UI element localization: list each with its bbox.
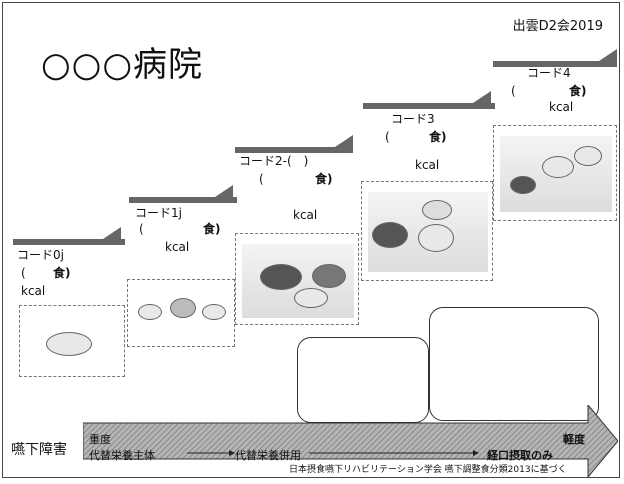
step-meal-0: 食) (53, 266, 71, 280)
step-kcal-1: kcal (165, 240, 190, 254)
empty-box-2 (429, 307, 599, 421)
step-meal-open-1: ( (139, 222, 144, 236)
step-photo-2 (235, 233, 359, 325)
step-kcal-4: kcal (549, 100, 574, 114)
step-code-4: コード4 (527, 66, 571, 80)
step-meal-open-3: ( (385, 130, 390, 144)
source-note: 日本摂食嚥下リハビリテーション学会 嚥下調整食分類2013に基づく (289, 465, 567, 475)
step-bar-0 (13, 239, 125, 245)
severity-arrow (83, 405, 618, 477)
step-code-0: コード0j (17, 248, 64, 262)
step-bar-4 (493, 61, 617, 67)
step-notch-1 (215, 185, 233, 197)
step-meal-open-0: ( (21, 266, 26, 280)
empty-box-1 (297, 337, 429, 423)
conference-label: 出雲D2会2019 (512, 19, 603, 34)
severity-left-top: 重度 (89, 433, 111, 446)
step-code-2: コード2-( ) (239, 154, 309, 168)
severity-middle: 代替栄養併用 (235, 449, 301, 462)
step-photo-0 (19, 305, 125, 377)
step-bar-1 (129, 197, 237, 203)
severity-left-bottom: 代替栄養主体 (89, 449, 155, 462)
step-kcal-0: kcal (21, 284, 46, 298)
severity-right-top: 軽度 (563, 433, 585, 446)
step-bar-2 (235, 147, 353, 153)
slide: 出雲D2会2019 ○○○病院 コード0j ( 食) kcal コード1j ( … (2, 2, 620, 478)
step-meal-3: 食) (429, 130, 447, 144)
step-meal-4: 食) (569, 84, 587, 98)
axis-label: 嚥下障害 (11, 442, 67, 458)
step-photo-4 (493, 125, 617, 221)
step-kcal-3: kcal (415, 158, 440, 172)
step-notch-3 (473, 91, 491, 103)
step-code-3: コード3 (391, 112, 435, 126)
step-notch-2 (335, 135, 353, 147)
step-code-1: コード1j (135, 206, 182, 220)
step-meal-open-2: ( (259, 172, 264, 186)
step-notch-0 (103, 227, 121, 239)
step-notch-4 (599, 49, 617, 61)
step-kcal-2: kcal (293, 208, 318, 222)
severity-right-bottom: 経口摂取のみ (487, 449, 553, 462)
step-meal-2: 食) (315, 172, 333, 186)
step-bar-3 (363, 103, 495, 109)
step-photo-3 (361, 181, 493, 281)
step-meal-1: 食) (203, 222, 221, 236)
step-meal-open-4: ( (511, 84, 516, 98)
step-photo-1 (127, 279, 235, 347)
page-title: ○○○病院 (41, 45, 204, 85)
